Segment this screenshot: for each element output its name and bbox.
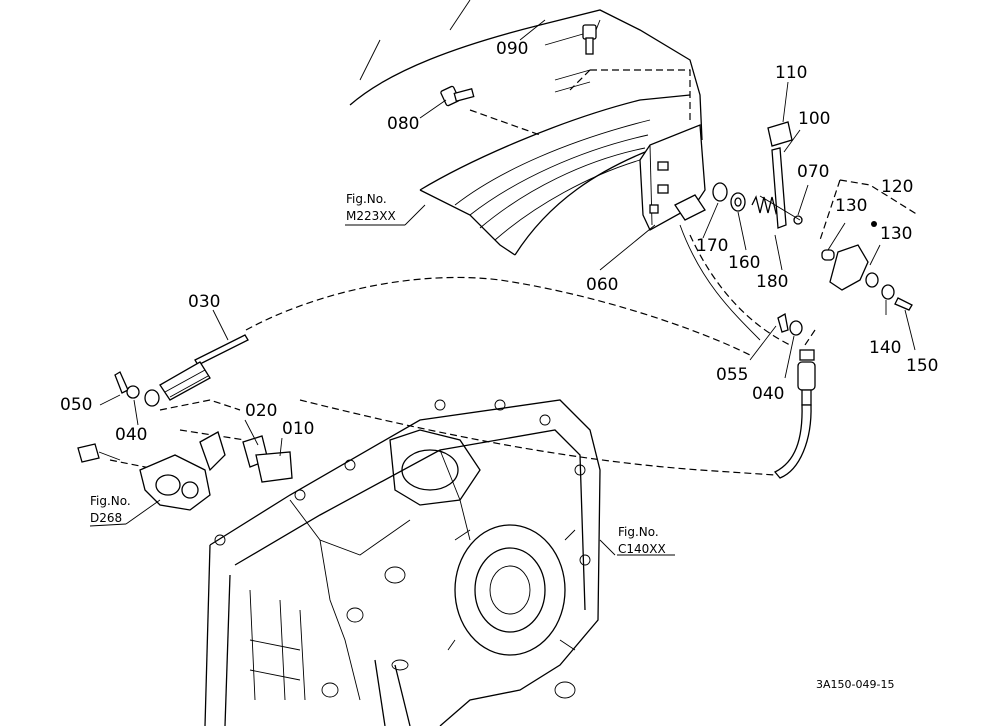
figref-m223-line2: M223XX xyxy=(346,209,396,223)
underline-d268 xyxy=(89,523,127,527)
lever-group xyxy=(702,81,809,271)
callout-020: 020 xyxy=(245,401,277,421)
callout-100: 100 xyxy=(798,109,830,129)
callout-180: 180 xyxy=(756,272,788,292)
callout-130-right: 130 xyxy=(880,224,912,244)
cable-end-right xyxy=(749,312,816,479)
figref-d268-line2: D268 xyxy=(90,511,122,525)
bracket-060 xyxy=(599,124,761,341)
callout-120: 120 xyxy=(881,177,913,197)
callout-130-left: 130 xyxy=(835,196,867,216)
clamp-group-120 xyxy=(819,179,919,351)
drawing-code: 3A150-049-15 xyxy=(816,678,894,691)
callout-010: 010 xyxy=(282,419,314,439)
figref-c140-line1: Fig.No. xyxy=(618,525,659,539)
leader-m223 xyxy=(404,204,426,226)
callout-150: 150 xyxy=(906,356,938,376)
callout-160: 160 xyxy=(728,253,760,273)
figref-m223-line1: Fig.No. xyxy=(346,192,387,206)
callout-050: 050 xyxy=(60,395,92,415)
fender-assembly xyxy=(349,0,703,256)
callout-110: 110 xyxy=(775,63,807,83)
callout-090: 090 xyxy=(496,39,528,59)
callout-060: 060 xyxy=(586,275,618,295)
cable-030 xyxy=(144,234,791,476)
callout-080: 080 xyxy=(387,114,419,134)
callout-040-right: 040 xyxy=(752,384,784,404)
callout-030: 030 xyxy=(188,292,220,312)
figref-c140-line2: C140XX xyxy=(618,542,666,556)
callout-070: 070 xyxy=(797,162,829,182)
callout-140: 140 xyxy=(869,338,901,358)
left-hardware xyxy=(99,371,293,483)
bolt-090 xyxy=(544,24,597,55)
callout-055: 055 xyxy=(716,365,748,385)
shifter-d268 xyxy=(77,431,226,525)
callout-170: 170 xyxy=(696,236,728,256)
callout-040-left: 040 xyxy=(115,425,147,445)
figref-d268-line1: Fig.No. xyxy=(90,494,131,508)
bolt-080 xyxy=(419,85,475,119)
transmission-case xyxy=(204,399,616,726)
